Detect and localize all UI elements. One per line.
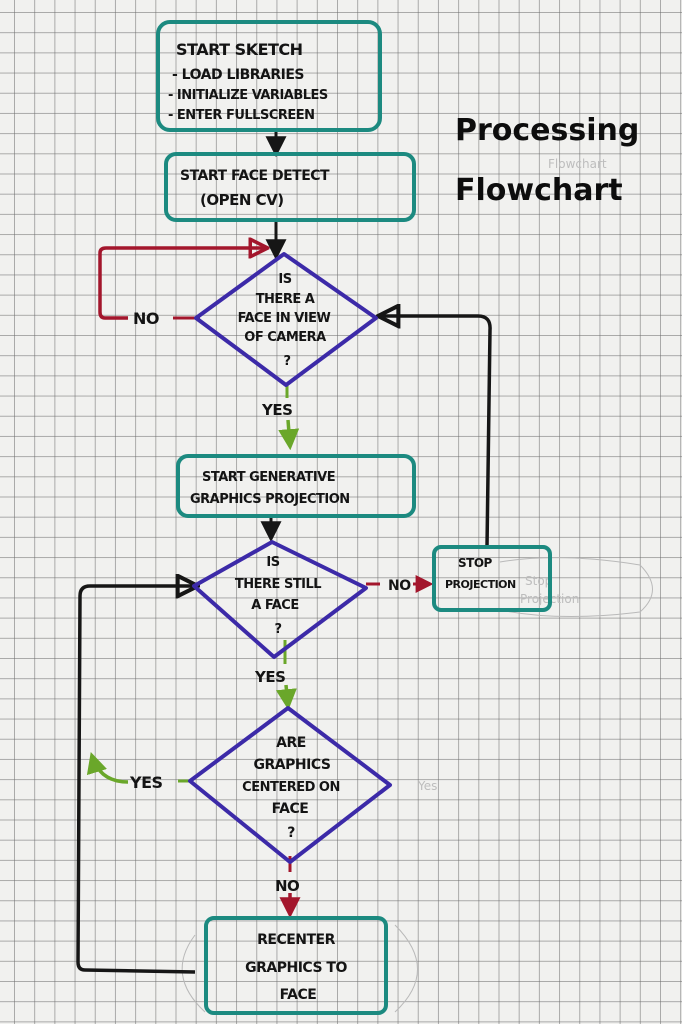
- label-no-loop: NO: [133, 309, 159, 328]
- node-text: START GENERATIVE: [202, 470, 335, 485]
- decision-diamond: [194, 252, 378, 387]
- node-start-sketch: START SKETCH - LOAD LIBRARIES - INITIALI…: [156, 20, 382, 132]
- node-graphics-centered: ARE GRAPHICS CENTERED ON FACE ?: [188, 706, 392, 864]
- pencil-title-text: Flowchart: [548, 157, 607, 171]
- node-still-face: IS THERE STILL A FACE ?: [192, 540, 368, 659]
- node-text: IS: [278, 272, 291, 287]
- node-text: CENTERED ON: [242, 780, 340, 795]
- node-text: - INITIALIZE VARIABLES: [168, 88, 328, 103]
- process-box: [156, 20, 382, 132]
- pencil-recenter-oval-right: [394, 924, 418, 1013]
- node-text: FACE IN VIEW: [238, 311, 331, 326]
- node-text: ?: [274, 622, 281, 637]
- node-text: - ENTER FULLSCREEN: [168, 108, 315, 123]
- pencil-recenter-oval: [181, 934, 206, 1013]
- node-text: ARE: [276, 735, 306, 751]
- node-text: GRAPHICS: [254, 757, 331, 773]
- pencil-traces: Stop Projection Yes Flowchart: [181, 157, 653, 1013]
- process-box: [164, 152, 416, 222]
- process-box: [204, 916, 388, 1015]
- process-box: [432, 545, 552, 612]
- decision-diamond: [188, 706, 392, 864]
- edge-yes-centered: [86, 751, 129, 784]
- edge-yes1: [278, 419, 300, 451]
- node-text: THERE A: [256, 292, 315, 307]
- title-line-2: Flowchart: [455, 173, 623, 208]
- pencil-yes-text: Yes: [417, 779, 437, 793]
- label-no-centered: NO: [275, 877, 299, 895]
- node-face-in-view: IS THERE A FACE IN VIEW OF CAMERA ?: [194, 252, 378, 387]
- node-start-projection: START GENERATIVE GRAPHICS PROJECTION: [176, 454, 416, 518]
- title-line-1: Processing: [455, 113, 639, 148]
- edge-no-loop: [98, 248, 266, 320]
- pencil-stop-text-1: Stop: [525, 574, 552, 588]
- node-text: GRAPHICS PROJECTION: [190, 492, 350, 507]
- pencil-stop-oval: [499, 557, 653, 618]
- node-face-detect: START FACE DETECT (OPEN CV): [164, 152, 416, 222]
- chart-title: Processing Flowchart: [455, 113, 639, 208]
- label-yes-1: YES: [261, 401, 292, 419]
- decision-diamond: [192, 540, 368, 659]
- label-yes-centered: YES: [129, 773, 163, 792]
- node-stop-projection: STOP PROJECTION: [432, 545, 552, 612]
- edge-recenter-loop: [76, 586, 196, 974]
- node-text: PROJECTION: [445, 578, 516, 591]
- node-text: START FACE DETECT: [180, 168, 330, 184]
- label-yes-2: YES: [254, 668, 285, 686]
- node-text: OF CAMERA: [244, 330, 326, 345]
- node-text: - LOAD LIBRARIES: [172, 67, 304, 83]
- node-text: FACE: [272, 801, 309, 817]
- edge-stop-to-decision1: [380, 316, 492, 548]
- node-text: THERE STILL: [235, 577, 321, 592]
- node-text: (OPEN CV): [200, 191, 284, 209]
- node-text: ?: [283, 354, 290, 369]
- node-text: GRAPHICS TO: [245, 960, 347, 976]
- node-text: START SKETCH: [176, 40, 303, 59]
- process-box: [176, 454, 416, 518]
- label-no-stop: NO: [388, 578, 411, 594]
- node-text: A FACE: [251, 598, 298, 613]
- node-text: FACE: [280, 987, 317, 1003]
- node-text: IS: [266, 555, 279, 570]
- node-text: RECENTER: [257, 932, 336, 948]
- node-recenter: RECENTER GRAPHICS TO FACE: [204, 916, 388, 1015]
- edge-yes2: [275, 684, 297, 711]
- node-text: STOP: [458, 556, 493, 570]
- node-text: ?: [287, 825, 295, 841]
